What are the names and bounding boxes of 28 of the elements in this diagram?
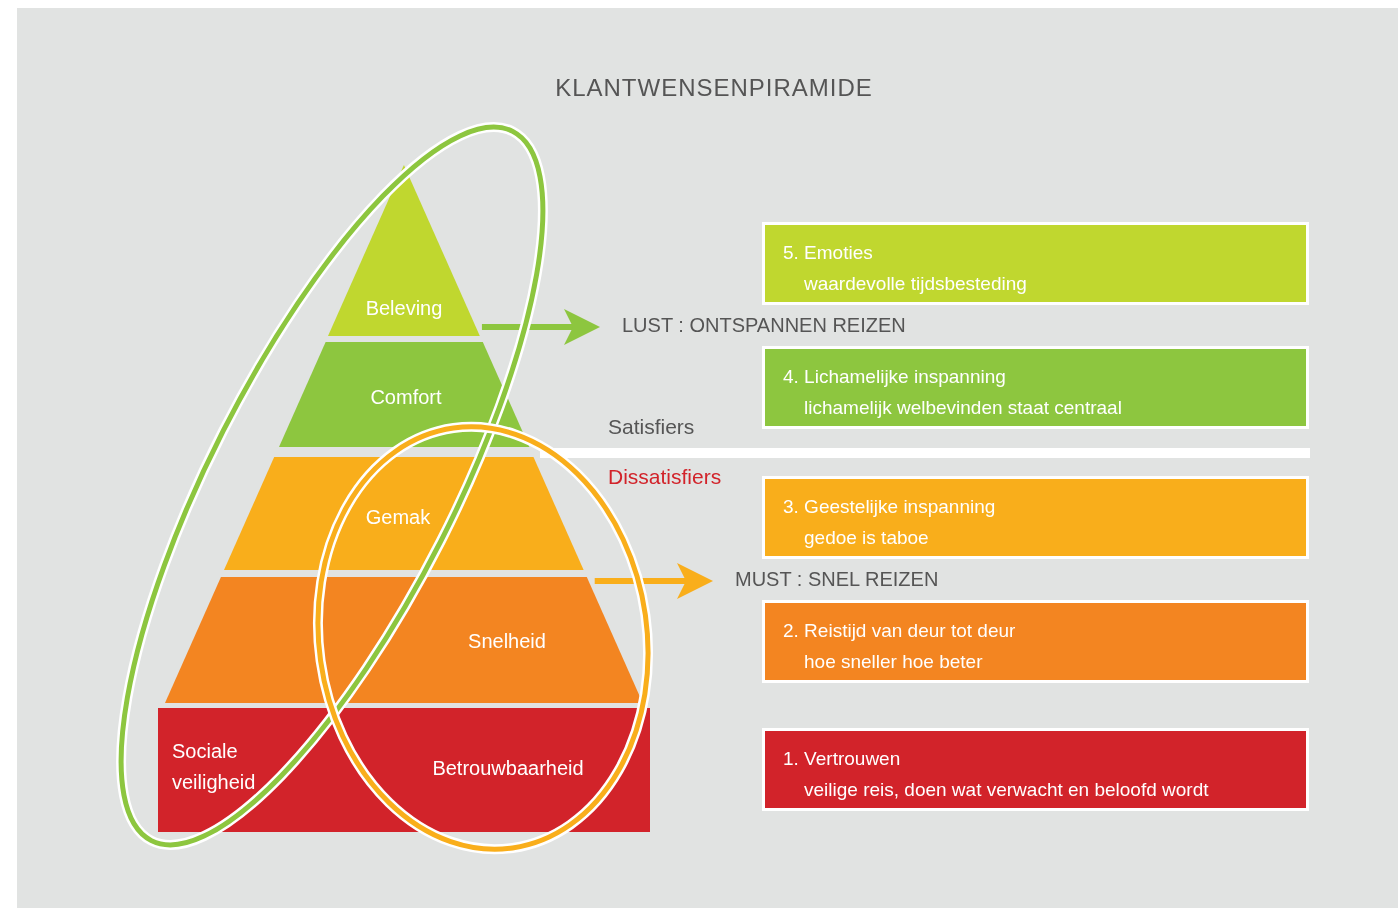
card-heading: 5. Emoties [783, 241, 874, 265]
info-card [762, 222, 1309, 305]
info-card [762, 476, 1309, 559]
arrow [481, 309, 600, 345]
arrow [594, 563, 713, 599]
zone-label: Satisfiers [608, 415, 695, 439]
card-description: waardevolle tijdsbesteding [803, 272, 1028, 296]
zone-label: Dissatisfiers [608, 465, 722, 489]
card-heading: 2. Reistijd van deur tot deur [783, 619, 1017, 643]
layer-label: Comfort [370, 385, 442, 409]
layer-label: Snelheid [468, 629, 546, 653]
info-card [762, 346, 1309, 429]
card-heading: 3. Geestelijke inspanning [783, 495, 997, 519]
info-card [762, 728, 1309, 811]
card-description: lichamelijk welbevinden staat centraal [803, 396, 1123, 420]
card-description: gedoe is taboe [803, 526, 930, 550]
layer-label: Beleving [365, 296, 443, 320]
card-description: hoe sneller hoe beter [803, 650, 984, 674]
diagram-title: KLANTWENSENPIRAMIDE [554, 74, 874, 102]
level-label: LUST : ONTSPANNEN REIZEN [622, 314, 906, 337]
layer-label: Gemak [365, 505, 431, 529]
level-label: MUST : SNEL REIZEN [735, 568, 939, 591]
card-description: veilige reis, doen wat verwacht en beloofd wordt [803, 778, 1210, 802]
layer-label: Betrouwbaarheid [432, 756, 584, 780]
info-card [762, 600, 1309, 683]
card-heading: 4. Lichamelijke inspanning [783, 365, 1007, 389]
layer-label: Sociale veiligheid [172, 739, 257, 795]
card-heading: 1. Vertrouwen [783, 747, 902, 771]
